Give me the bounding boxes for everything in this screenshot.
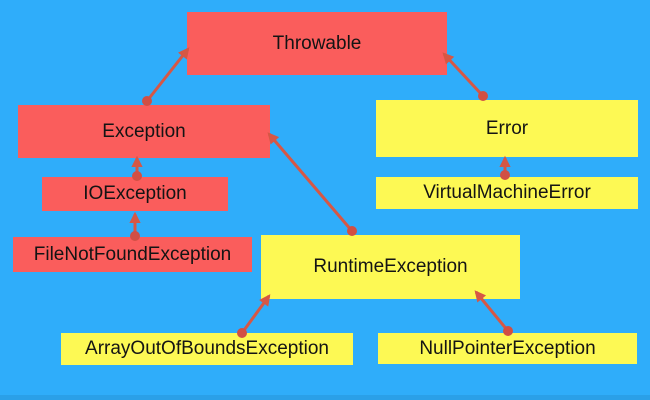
node-virtualmachineerror-label: VirtualMachineError xyxy=(423,182,591,203)
edge-exception-to-throwable xyxy=(145,47,190,102)
node-exception-label: Exception xyxy=(102,120,186,142)
node-filenotfoundexception-label: FileNotFoundException xyxy=(33,243,232,265)
node-runtimeexception-label: RuntimeException xyxy=(313,256,468,277)
node-ioexception: IOException xyxy=(42,177,228,211)
node-error-label: Error xyxy=(485,117,529,139)
node-nullpointerexception-label: NullPointerException xyxy=(419,337,596,359)
node-ioexception-label: IOException xyxy=(83,183,187,204)
node-nullpointerexception: NullPointerException xyxy=(378,333,637,364)
node-filenotfoundexception: FileNotFoundException xyxy=(13,237,252,272)
edge-error-to-throwable xyxy=(442,52,485,98)
node-throwable: Throwable xyxy=(187,12,447,75)
node-arrayoutofboundsexception: ArrayOutOfBoundsException xyxy=(61,333,353,365)
node-virtualmachineerror: VirtualMachineError xyxy=(376,177,638,209)
node-error: Error xyxy=(376,100,638,157)
bottom-edge-strip xyxy=(0,395,650,400)
edge-runtime-to-exception xyxy=(267,132,354,232)
node-exception: Exception xyxy=(18,105,270,158)
node-arrayoutofboundsexception-label: ArrayOutOfBoundsException xyxy=(85,338,329,359)
node-runtimeexception: RuntimeException xyxy=(261,235,520,299)
node-throwable-label: Throwable xyxy=(272,32,362,54)
edge-arrayoob-to-runtime xyxy=(240,294,271,334)
